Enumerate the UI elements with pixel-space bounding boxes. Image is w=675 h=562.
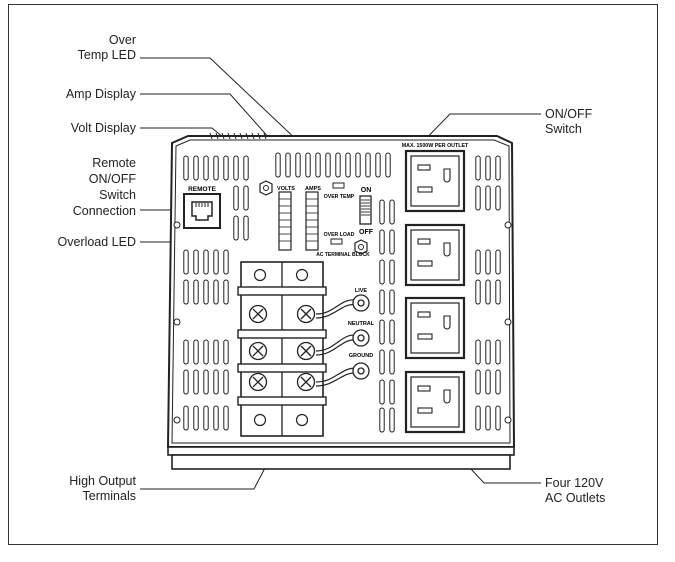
off-label: OFF bbox=[359, 229, 374, 236]
callout-line: Connection bbox=[72, 204, 136, 218]
terminal-screw[interactable] bbox=[248, 341, 268, 361]
callout-line: ON/OFF bbox=[545, 107, 593, 121]
terminal-screw[interactable] bbox=[248, 372, 268, 392]
terminal-screw[interactable] bbox=[296, 372, 316, 392]
callout-line: ON/OFF bbox=[88, 172, 136, 186]
remote-jack: REMOTE bbox=[183, 186, 221, 229]
callout-four-outlets: Four 120V AC Outlets bbox=[545, 476, 645, 506]
remote-label: REMOTE bbox=[188, 186, 216, 193]
amps-label: AMPS bbox=[305, 186, 321, 192]
callout-line: Terminals bbox=[82, 489, 137, 503]
over-temp-label: OVER TEMP bbox=[324, 194, 355, 200]
ac-outlet[interactable] bbox=[404, 296, 466, 360]
callout-overload-led: Overload LED bbox=[20, 235, 136, 250]
over-load-led: OVER LOAD bbox=[324, 232, 355, 245]
callout-line: Overload LED bbox=[57, 235, 136, 249]
callout-line: High Output bbox=[69, 474, 136, 488]
callout-line: Four 120V bbox=[545, 476, 604, 490]
callout-line: Over bbox=[108, 33, 136, 47]
on-off-switch[interactable]: ON OFF bbox=[359, 187, 374, 236]
mounting-holes bbox=[173, 221, 512, 424]
over-load-label: OVER LOAD bbox=[324, 232, 355, 238]
hex-nut-icon bbox=[259, 180, 273, 196]
on-label: ON bbox=[361, 187, 372, 194]
callout-over-temp-led: Over Temp LED bbox=[40, 33, 136, 63]
callout-remote-connection: Remote ON/OFF Switch Connection bbox=[20, 155, 136, 219]
callout-line: Switch bbox=[99, 188, 136, 202]
terminal-screw[interactable] bbox=[296, 341, 316, 361]
max-outlet-label: MAX. 1500W PER OUTLET bbox=[402, 143, 469, 149]
callout-line: AC Outlets bbox=[545, 491, 606, 505]
terminal-block bbox=[237, 261, 327, 437]
callout-line: Temp LED bbox=[77, 48, 136, 62]
callout-high-output-terminals: High Output Terminals bbox=[20, 474, 136, 504]
terminal-screw[interactable] bbox=[296, 304, 316, 324]
neutral-label: NEUTRAL bbox=[348, 321, 375, 327]
callout-line: Volt Display bbox=[70, 121, 136, 135]
callout-line: Remote bbox=[92, 156, 136, 170]
volt-display: VOLTS bbox=[277, 186, 295, 251]
callout-amp-display: Amp Display bbox=[20, 87, 136, 102]
figure-frame bbox=[8, 4, 658, 545]
callout-line: Amp Display bbox=[65, 87, 136, 101]
callout-volt-display: Volt Display bbox=[20, 121, 136, 136]
over-temp-led: OVER TEMP bbox=[324, 182, 355, 200]
amp-display: AMPS bbox=[305, 186, 321, 251]
ac-outlet[interactable] bbox=[404, 149, 466, 213]
wire-grommets bbox=[352, 294, 370, 380]
live-label: LIVE bbox=[355, 288, 368, 294]
ac-terminal-block-label: AC TERMINAL BLOCK bbox=[316, 252, 370, 258]
callout-line: Switch bbox=[545, 122, 582, 136]
terminal-screw[interactable] bbox=[248, 304, 268, 324]
volts-label: VOLTS bbox=[277, 186, 295, 192]
ac-outlet[interactable] bbox=[404, 370, 466, 434]
hex-nut-icon bbox=[354, 239, 368, 255]
ground-label: GROUND bbox=[349, 353, 373, 359]
ac-outlet[interactable] bbox=[404, 223, 466, 287]
callout-on-off-switch: ON/OFF Switch bbox=[545, 107, 645, 137]
